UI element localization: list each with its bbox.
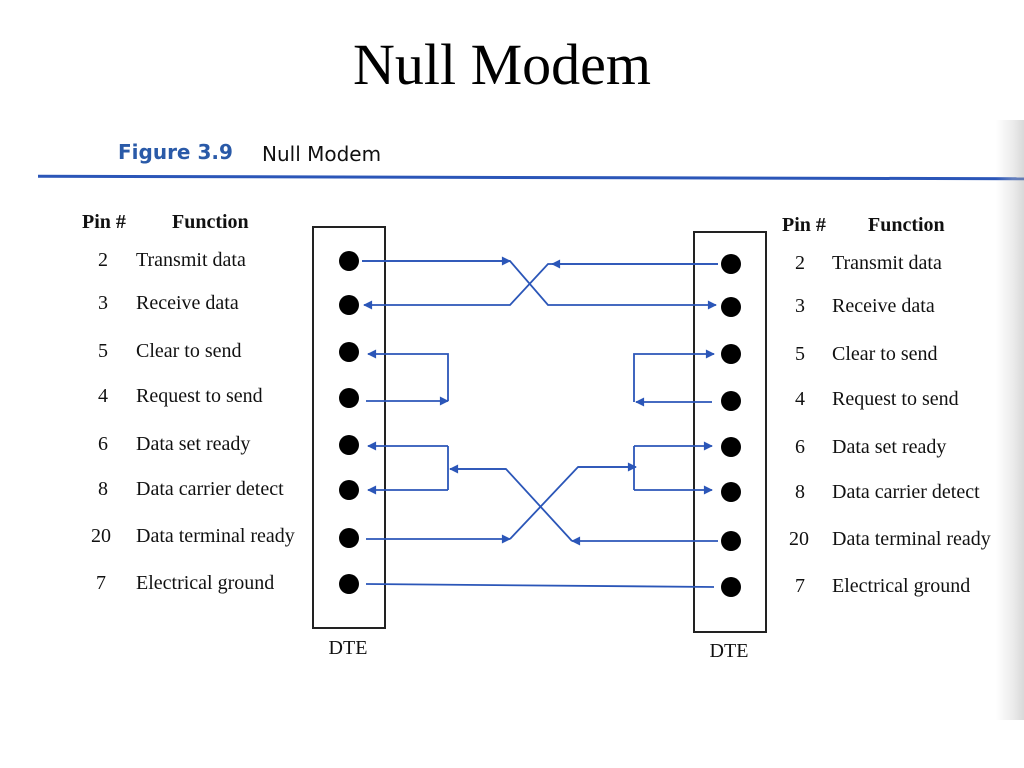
left-pin-dot — [339, 574, 359, 594]
left-rows: 2 Transmit data 3 Receive data 5 Clear t… — [91, 249, 295, 594]
left-pin-dot — [339, 528, 359, 548]
wire-ground — [365, 583, 715, 588]
figure-caption: Null Modem — [262, 142, 382, 166]
wire-left-td-to-right-rd — [362, 260, 717, 310]
right-pin-dot — [721, 531, 741, 551]
right-function-header: Function — [868, 214, 945, 236]
right-pin-function: Data terminal ready — [832, 528, 991, 550]
wire-left-rts-to-cts — [367, 349, 449, 401]
left-pin-function: Electrical ground — [136, 572, 274, 594]
left-pin-number: 3 — [98, 292, 108, 314]
left-pin-function: Data carrier detect — [136, 478, 284, 500]
left-pin-function: Transmit data — [136, 249, 246, 271]
wire-right-rts-to-cts — [633, 349, 715, 402]
left-pin-number: 6 — [98, 433, 108, 455]
left-pin-number: 8 — [98, 478, 108, 500]
right-pin-number: 4 — [795, 388, 805, 410]
right-pin-dot — [721, 391, 741, 411]
left-pin-dot — [339, 480, 359, 500]
left-pin-number: 5 — [98, 340, 108, 362]
pin-dots — [339, 251, 741, 597]
right-pin-dot — [721, 577, 741, 597]
right-pin-dot — [721, 254, 741, 274]
left-pin-dot — [339, 435, 359, 455]
right-pin-header: Pin # — [782, 214, 826, 236]
right-pin-number: 8 — [795, 481, 805, 503]
page-scan-edge — [996, 120, 1024, 720]
left-pin-dot — [339, 295, 359, 315]
right-pin-function: Data carrier detect — [832, 481, 980, 503]
right-dte-label: DTE — [710, 640, 749, 662]
left-pin-dot — [339, 342, 359, 362]
right-pin-function: Request to send — [832, 388, 959, 410]
wire-right-td-to-left-rd — [363, 263, 718, 310]
right-pin-function: Clear to send — [832, 343, 938, 365]
left-pin-header: Pin # — [82, 211, 126, 233]
right-pin-number: 20 — [789, 528, 809, 550]
right-pin-number: 3 — [795, 295, 805, 317]
right-pin-function: Electrical ground — [832, 575, 970, 597]
right-pin-dot — [721, 297, 741, 317]
left-pin-function: Data terminal ready — [136, 525, 295, 547]
right-pin-function: Receive data — [832, 295, 935, 317]
right-pin-dot — [721, 482, 741, 502]
right-pin-dot — [721, 437, 741, 457]
left-function-header: Function — [172, 211, 249, 233]
right-pin-dot — [721, 344, 741, 364]
slide-title: Null Modem — [352, 32, 652, 97]
right-pin-function: Transmit data — [832, 252, 942, 274]
left-dte-connector — [312, 226, 386, 629]
right-pin-number: 2 — [795, 252, 805, 274]
left-pin-function: Receive data — [136, 292, 239, 314]
right-pin-number: 5 — [795, 343, 805, 365]
left-pin-function: Data set ready — [136, 433, 250, 455]
right-dte-connector — [693, 231, 767, 633]
left-pin-number: 7 — [96, 572, 106, 594]
left-dte-label: DTE — [329, 637, 368, 659]
right-rows: 2 Transmit data 3 Receive data 5 Clear t… — [789, 252, 991, 597]
wire-right-dtr-cross — [450, 468, 573, 542]
figure-label: Figure 3.9 — [118, 140, 233, 164]
left-pin-number: 20 — [91, 525, 111, 547]
right-pin-number: 7 — [795, 575, 805, 597]
left-pin-function: Request to send — [136, 385, 263, 407]
left-pin-number: 4 — [98, 385, 108, 407]
left-pin-dot — [339, 251, 359, 271]
left-pin-number: 2 — [98, 249, 108, 271]
wire-left-dtr-cross — [509, 466, 634, 540]
right-pin-number: 6 — [795, 436, 805, 458]
wiring — [362, 256, 718, 588]
right-pin-function: Data set ready — [832, 436, 946, 458]
left-pin-function: Clear to send — [136, 340, 242, 362]
left-pin-dot — [339, 388, 359, 408]
